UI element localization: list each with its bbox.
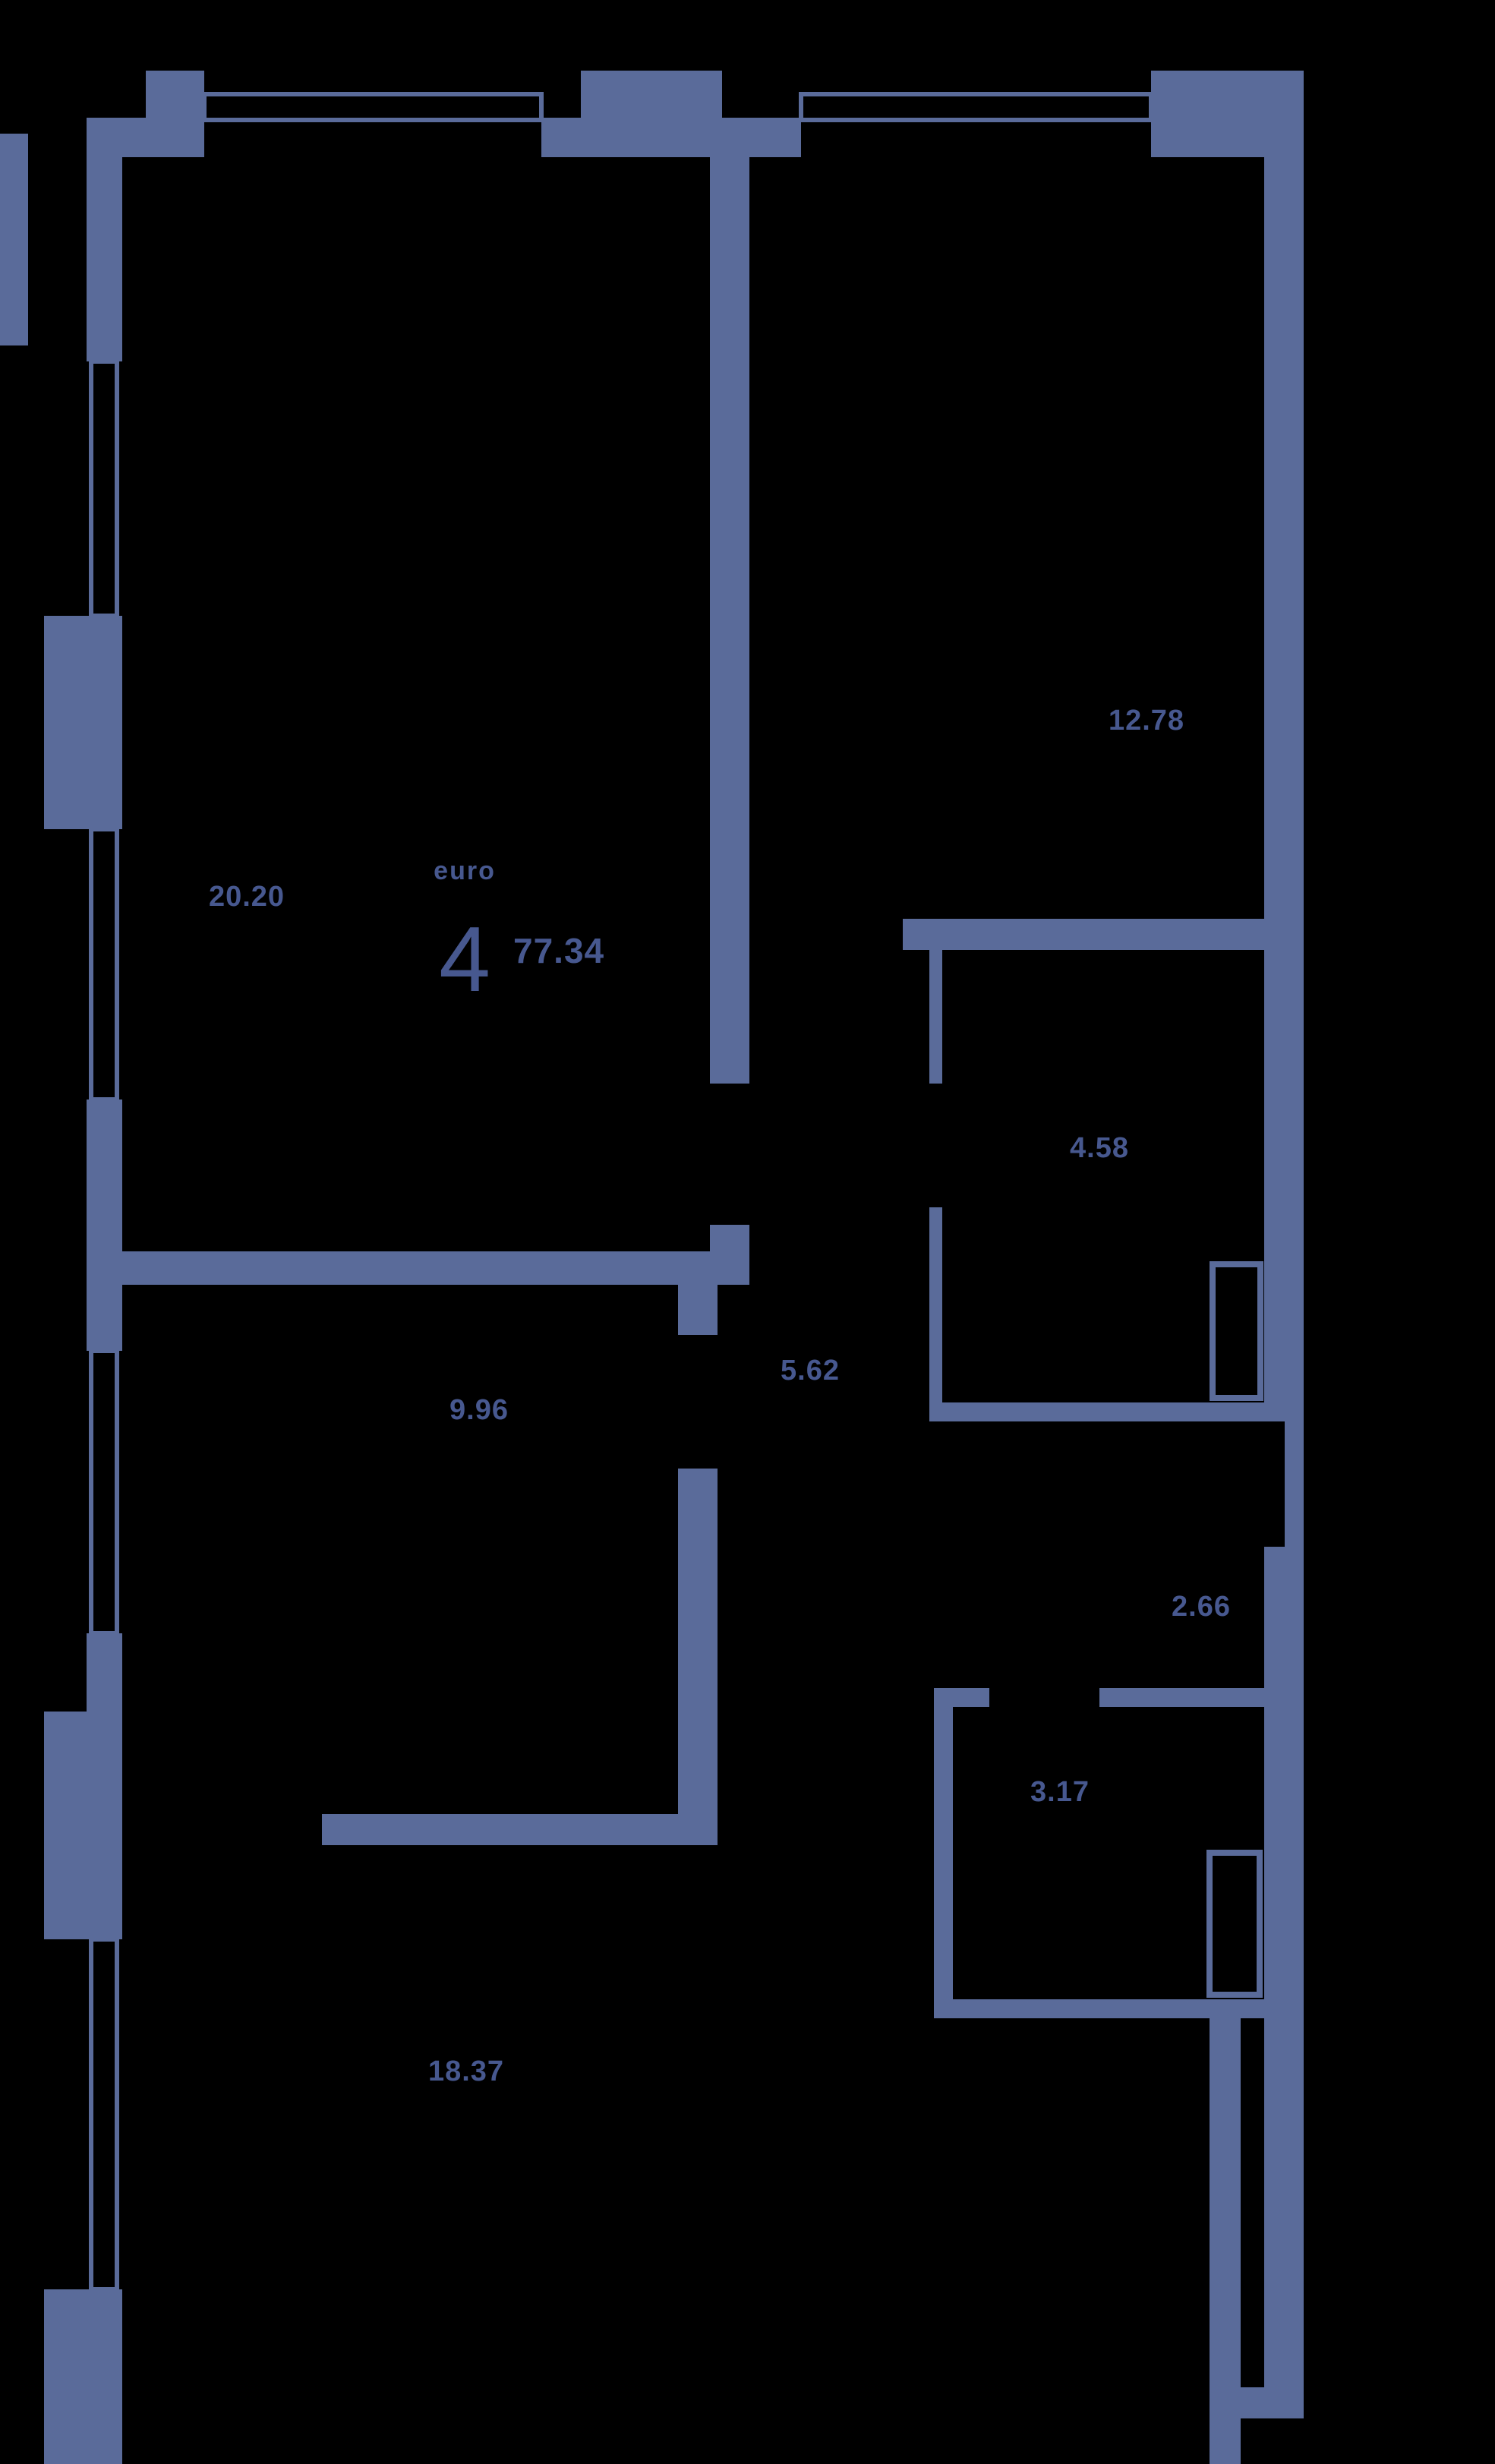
wall-outer-left-2 <box>87 616 122 829</box>
wall-divider-v1-a <box>710 157 749 1084</box>
wall-outer-left-3 <box>87 1099 122 1351</box>
pier-left-3 <box>44 2289 87 2464</box>
wall-outer-right-1 <box>1264 118 1304 1421</box>
wall-outer-left-1 <box>87 118 122 361</box>
window-left-1 <box>89 359 119 618</box>
wall-outer-right-entry-recess <box>1285 1421 1304 1547</box>
wall-wc-left <box>934 1688 953 2018</box>
wall-divider-v2-a <box>678 1251 718 1335</box>
window-left-3 <box>89 1349 119 1636</box>
duct-shaft-bathroom <box>1210 1261 1263 1401</box>
wall-stub-top-left <box>0 134 28 345</box>
unit-rooms-count: 4 <box>439 907 490 1011</box>
room-area-label: 9.96 <box>449 1394 509 1426</box>
room-area-label: 5.62 <box>781 1355 840 1387</box>
wall-bath-left-b <box>929 1207 942 1406</box>
windows <box>89 92 1153 2292</box>
wall-bath-bottom <box>929 1402 1264 1421</box>
wall-outer-left-4 <box>87 1633 122 1939</box>
room-area-label: 2.66 <box>1172 1591 1231 1623</box>
wall-top-b <box>541 118 581 157</box>
wall-bath-left-a <box>929 950 942 1084</box>
wall-inner-bottom-right <box>1210 2018 1241 2464</box>
room-labels: 20.20 12.78 4.58 5.62 9.96 2.66 3.17 18.… <box>209 705 1231 2087</box>
room-area-label: 4.58 <box>1070 1132 1129 1164</box>
walls <box>0 71 1304 2464</box>
room-area-label: 20.20 <box>209 881 285 913</box>
window-left-2 <box>89 827 119 1102</box>
wall-divider-v2-b <box>678 1469 718 1845</box>
pier-left-2 <box>44 1712 87 1939</box>
wall-wc-bottom <box>934 1999 1264 2018</box>
wall-wc-top-b <box>1099 1688 1264 1707</box>
wall-h-right-rooms <box>903 919 1304 950</box>
pier-left-1 <box>44 616 87 829</box>
unit-total-area: 77.34 <box>513 931 604 970</box>
pillar-top-middle <box>581 71 722 157</box>
shafts <box>1206 1261 1263 1998</box>
wall-outer-right-2 <box>1264 1547 1304 2418</box>
room-area-label: 12.78 <box>1109 705 1184 737</box>
wall-h-room-bottom <box>322 1814 718 1845</box>
room-area-label: 3.17 <box>1030 1776 1090 1808</box>
unit-type-badge: euro 4 77.34 <box>434 857 604 1011</box>
room-area-label: 18.37 <box>428 2055 504 2087</box>
window-left-4 <box>89 1937 119 2292</box>
wall-top-c <box>722 118 801 157</box>
unit-format-label: euro <box>434 857 496 885</box>
window-top-left <box>202 92 544 122</box>
wall-h-rooms-left <box>87 1251 749 1285</box>
duct-shaft-wc <box>1206 1850 1263 1998</box>
wall-outer-left-5 <box>87 2289 122 2464</box>
window-top-right <box>799 92 1153 122</box>
